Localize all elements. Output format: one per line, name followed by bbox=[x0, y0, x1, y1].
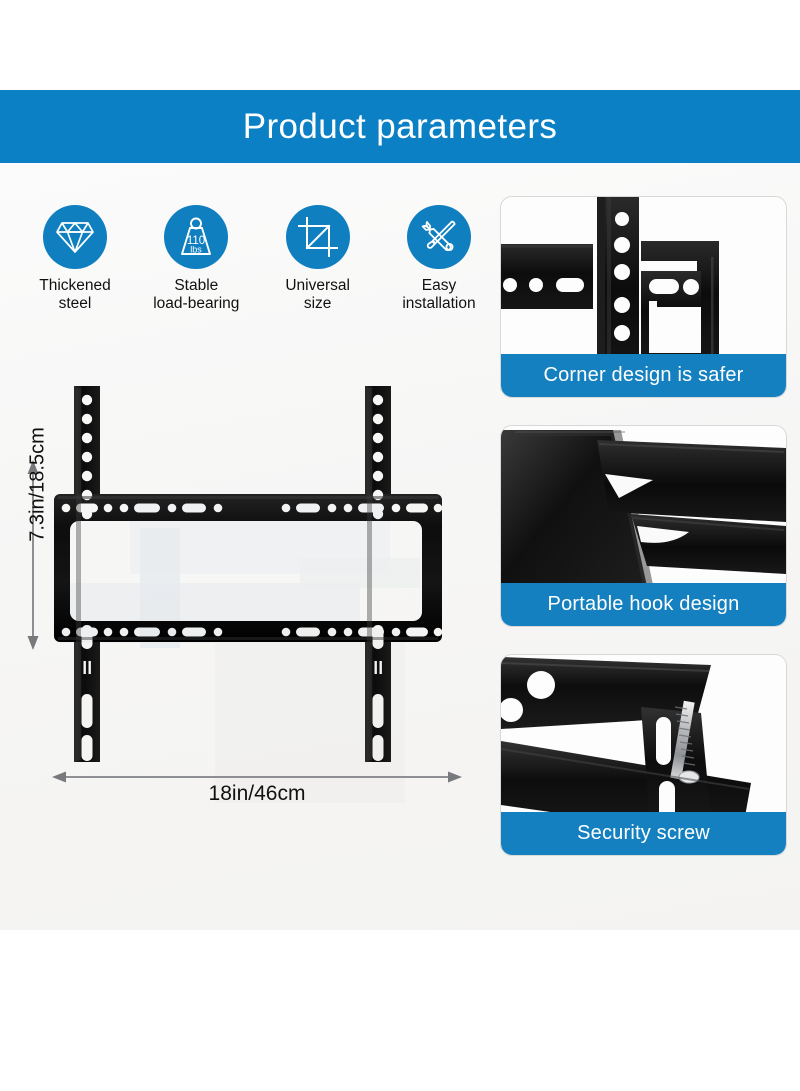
dimension-arrow-vertical bbox=[27, 460, 39, 650]
crop-size-icon bbox=[285, 205, 350, 269]
feature-list: Thickened steel 110 lbs Stable load-bear… bbox=[18, 205, 496, 312]
dimension-arrow-horizontal bbox=[52, 771, 462, 783]
feature-item-universal-size: Universal size bbox=[261, 205, 375, 312]
header-band: Product parameters bbox=[0, 90, 800, 163]
feature-label: Stable load-bearing bbox=[153, 277, 240, 312]
panel-caption: Corner design is safer bbox=[501, 354, 786, 397]
dimension-height-label: 7.3in/18.5cm bbox=[26, 427, 49, 542]
panel-caption: Portable hook design bbox=[501, 583, 786, 626]
detail-panel-security-screw: Security screw bbox=[500, 654, 787, 856]
content-area: Thickened steel 110 lbs Stable load-bear… bbox=[0, 163, 800, 930]
feature-label: Thickened steel bbox=[39, 277, 111, 312]
weight-icon: 110 lbs bbox=[164, 205, 229, 269]
weight-badge-value: 110 bbox=[187, 235, 205, 247]
panel-caption: Security screw bbox=[501, 812, 786, 855]
diamond-icon bbox=[43, 205, 107, 269]
product-illustration: 7.3in/18.5cm 18in/46cm bbox=[0, 378, 500, 898]
page-title: Product parameters bbox=[242, 107, 558, 146]
tools-icon bbox=[406, 205, 471, 269]
tv-mount-bracket-image bbox=[54, 386, 442, 762]
feature-item-stable-load-bearing: 110 lbs Stable load-bearing bbox=[139, 205, 253, 312]
detail-panel-corner-design: Corner design is safer bbox=[500, 196, 787, 398]
detail-panel-portable-hook: Portable hook design bbox=[500, 425, 787, 627]
feature-label: Universal size bbox=[285, 277, 350, 312]
weight-badge-unit: lbs bbox=[191, 245, 203, 255]
feature-item-easy-installation: Easy installation bbox=[382, 205, 496, 312]
dimension-width-label: 18in/46cm bbox=[208, 782, 306, 805]
feature-item-thickened-steel: Thickened steel bbox=[18, 205, 132, 312]
feature-label: Easy installation bbox=[402, 277, 476, 312]
